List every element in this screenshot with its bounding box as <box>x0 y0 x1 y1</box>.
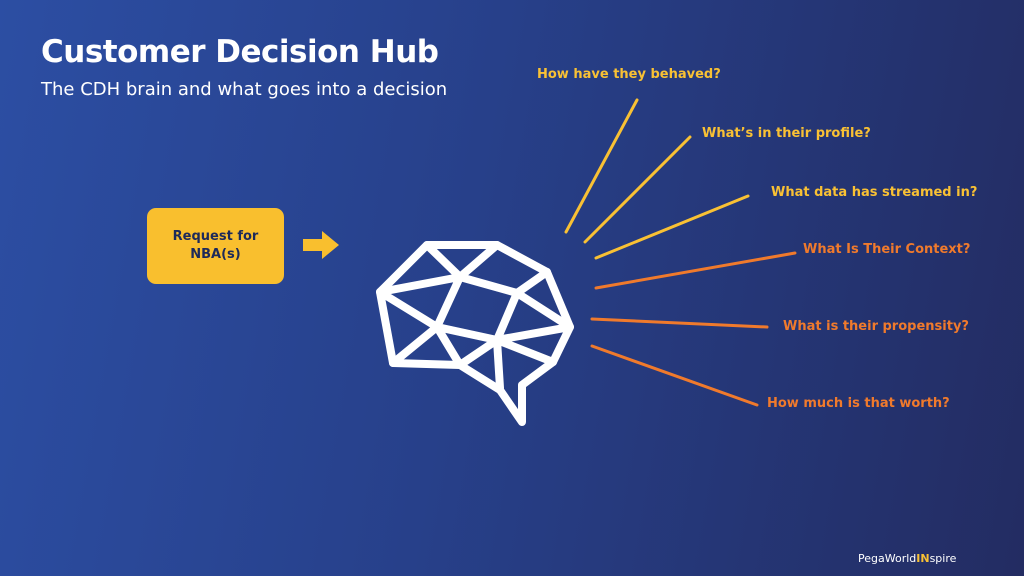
question-context: What Is Their Context? <box>803 242 971 257</box>
slide-title: Customer Decision Hub <box>41 34 439 70</box>
question-propensity: What is their propensity? <box>783 319 969 334</box>
slide-subtitle: The CDH brain and what goes into a decis… <box>41 79 448 100</box>
connector-lines <box>564 98 797 407</box>
question-profile: What’s in their profile? <box>702 126 871 141</box>
question-streamed-data: What data has streamed in? <box>771 185 978 200</box>
brain-icon <box>376 241 574 426</box>
connector-line <box>590 344 759 407</box>
connector-line <box>583 135 692 244</box>
question-worth: How much is that worth? <box>767 396 950 411</box>
connector-line <box>594 251 797 290</box>
arrow-right-icon <box>303 231 339 259</box>
pegaworld-inspire-logo: PegaWorldINspire <box>858 552 957 565</box>
connector-line <box>594 194 750 260</box>
question-behaved: How have they behaved? <box>537 67 721 82</box>
connector-line <box>564 98 639 234</box>
connector-line <box>590 317 769 329</box>
request-box: Request for NBA(s) <box>147 208 284 284</box>
